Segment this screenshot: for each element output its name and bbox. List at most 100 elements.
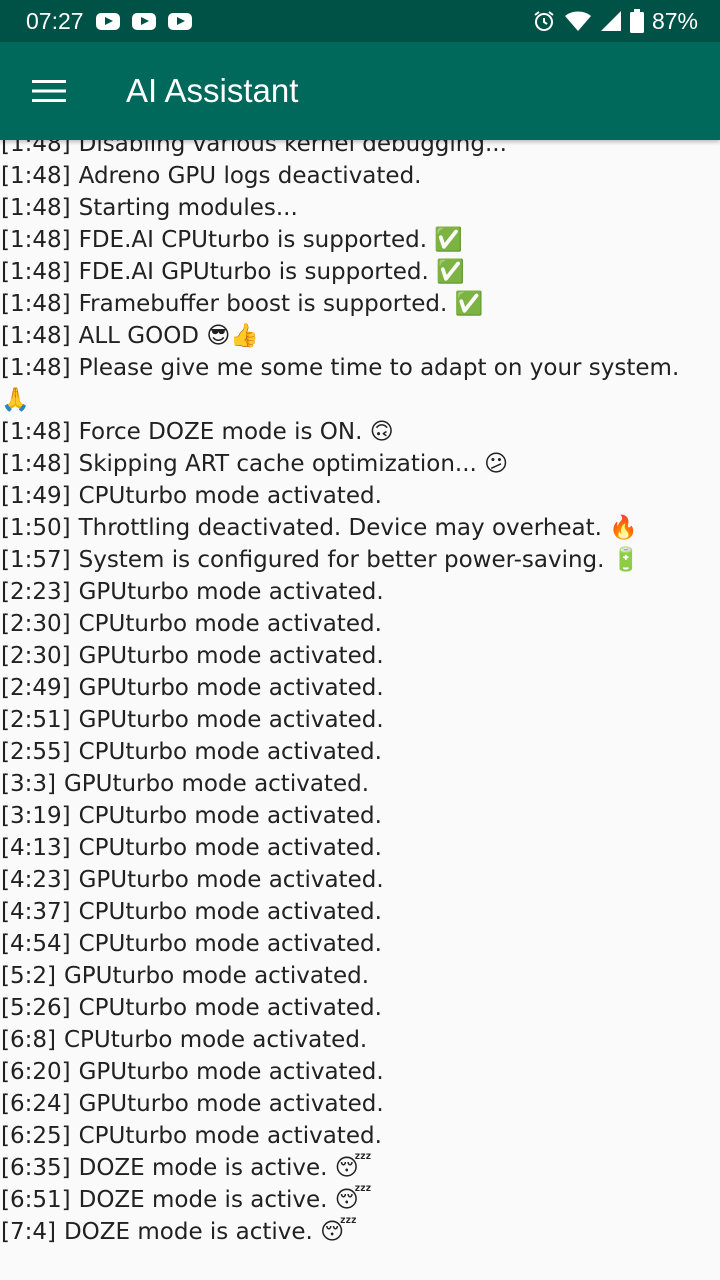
log-line: [1:48]FDE.AI CPUturbo is supported. ✅ (0, 224, 720, 256)
log-timestamp: [1:57] (1, 547, 71, 573)
log-line: [6:51] DOZE mode is active. 😴 (0, 1184, 720, 1216)
status-time: 07:27 (26, 7, 84, 34)
log-line: [6:35] DOZE mode is active. 😴 (0, 1152, 720, 1184)
log-message: Force DOZE mode is ON. 🙃 (78, 419, 394, 445)
log-timestamp: [6:35] (1, 1155, 71, 1181)
status-left: 07:27 (26, 8, 192, 35)
log-message: CPUturbo mode activated. (78, 739, 382, 765)
log-timestamp: [7:4] (1, 1219, 56, 1245)
log-line: [6:25]CPUturbo mode activated. (0, 1120, 720, 1152)
log-line: [2:51] GPUturbo mode activated. (0, 704, 720, 736)
log-timestamp: [4:54] (1, 931, 71, 957)
log-line: [1:48]Adreno GPU logs deactivated. (0, 160, 720, 192)
log-timestamp: [2:23] (1, 579, 71, 605)
log-line: [1:57] System is configured for better po… (0, 544, 720, 576)
log-line: [1:48] FDE.AI GPUturbo is supported. ✅ (0, 256, 720, 288)
log-line: [4:23] GPUturbo mode activated. (0, 864, 720, 896)
log-message: GPUturbo mode activated. (63, 963, 369, 989)
log-timestamp: [6:8] (1, 1027, 56, 1053)
log-line: [7:4]DOZE mode is active. 😴 (0, 1216, 720, 1248)
status-bar: 07:27 87% (0, 0, 720, 42)
log-message: CPUturbo mode activated. (78, 899, 382, 925)
log-timestamp: [1:48] (1, 451, 71, 477)
log-line: [4:13] CPUturbo mode activated. (0, 832, 720, 864)
log-timestamp: [5:26] (1, 995, 71, 1021)
signal-icon (600, 11, 621, 31)
log-message: DOZE mode is active. 😴 (78, 1187, 372, 1213)
log-timestamp: [1:48] (1, 323, 71, 349)
log-line: [3:19] CPUturbo mode activated. (0, 800, 720, 832)
log-message: GPUturbo mode activated. (78, 579, 384, 605)
log-timestamp: [1:48] (1, 195, 71, 221)
log-message: System is configured for better power-sa… (78, 547, 641, 573)
log-message: Starting modules... (78, 195, 298, 221)
alarm-icon (534, 11, 554, 31)
log-line: [1:50] Throttling deactivated. Device may… (0, 512, 720, 544)
log-line: [3:3]GPUturbo mode activated. (0, 768, 720, 800)
log-timestamp: [6:20] (1, 1059, 71, 1085)
log-timestamp: [5:2] (1, 963, 56, 989)
log-line: [1:48] Starting modules... (0, 192, 720, 224)
log-line: [5:2] GPUturbo mode activated. (0, 960, 720, 992)
wifi-icon (564, 11, 591, 31)
log-line: [1:49]CPUturbo mode activated. (0, 480, 720, 512)
youtube-icon (95, 12, 120, 30)
log-message: CPUturbo mode activated. (78, 1123, 382, 1149)
log-message: GPUturbo mode activated. (78, 867, 384, 893)
log-line: [4:37] CPUturbo mode activated. (0, 896, 720, 928)
log-timestamp: [2:51] (1, 707, 71, 733)
log-message: GPUturbo mode activated. (78, 643, 384, 669)
status-right: 87% (532, 8, 698, 35)
log-timestamp: [1:50] (1, 515, 71, 541)
log-line: [1:48] Skipping ART cache optimization...… (0, 448, 720, 480)
log-timestamp: [4:37] (1, 899, 71, 925)
log-timestamp: [1:49] (1, 483, 71, 509)
log-message: GPUturbo mode activated. (78, 675, 384, 701)
log-timestamp: [2:55] (1, 739, 71, 765)
log-timestamp: [4:23] (1, 867, 71, 893)
log-timestamp: [2:30] (1, 643, 71, 669)
log-message: Framebuffer boost is supported. ✅ (78, 291, 484, 317)
log-line: [1:48] Force DOZE mode is ON. 🙃 (0, 416, 720, 448)
log-message: CPUturbo mode activated. (63, 1027, 368, 1053)
log-message: CPUturbo mode activated. (78, 611, 382, 637)
log-message: Please give me some time to adapt on you… (1, 355, 680, 413)
log-line: [6:24]GPUturbo mode activated. (0, 1088, 720, 1120)
log-timestamp: [3:19] (1, 803, 71, 829)
log-timestamp: [4:13] (1, 835, 71, 861)
log-timestamp: [6:24] (1, 1091, 71, 1117)
log-timestamp: [6:51] (1, 1187, 71, 1213)
log-message: CPUturbo mode activated. (78, 995, 382, 1021)
hamburger-menu-icon (32, 80, 66, 102)
log-line: [2:30] GPUturbo mode activated. (0, 640, 720, 672)
log-line: [2:55] CPUturbo mode activated. (0, 736, 720, 768)
log-line: [1:48]Please give me some time to adapt … (0, 352, 720, 416)
log-timestamp: [1:48] (1, 227, 71, 253)
log-line: [2:23] GPUturbo mode activated. (0, 576, 720, 608)
log-message: GPUturbo mode activated. (63, 771, 369, 797)
log-line: [6:8] CPUturbo mode activated. (0, 1024, 720, 1056)
log-timestamp: [1:48] (1, 355, 71, 381)
log-output[interactable]: [1:48]Disabling various kernel debugging… (0, 128, 720, 1280)
log-message: CPUturbo mode activated. (78, 835, 382, 861)
log-message: FDE.AI GPUturbo is supported. ✅ (78, 259, 465, 285)
log-message: GPUturbo mode activated. (78, 707, 384, 733)
log-timestamp: [1:48] (1, 291, 71, 317)
battery-icon (629, 9, 644, 33)
youtube-icon (131, 12, 156, 30)
log-line: [4:54]CPUturbo mode activated. (0, 928, 720, 960)
log-message: DOZE mode is active. 😴 (78, 1155, 372, 1181)
log-message: CPUturbo mode activated. (78, 803, 382, 829)
menu-button[interactable] (0, 42, 98, 140)
log-line: [1:48]ALL GOOD 😎👍 (0, 320, 720, 352)
log-message: Throttling deactivated. Device may overh… (78, 515, 638, 541)
app-bar: AI Assistant (0, 42, 720, 140)
log-message: Skipping ART cache optimization... 😕 (78, 451, 509, 477)
app-title: AI Assistant (126, 72, 299, 109)
log-line: [2:30]CPUturbo mode activated. (0, 608, 720, 640)
log-line: [1:48] Framebuffer boost is supported. ✅ (0, 288, 720, 320)
log-message: GPUturbo mode activated. (78, 1059, 384, 1085)
log-line: [2:49]GPUturbo mode activated. (0, 672, 720, 704)
log-timestamp: [1:48] (1, 259, 71, 285)
log-timestamp: [1:48] (1, 419, 71, 445)
